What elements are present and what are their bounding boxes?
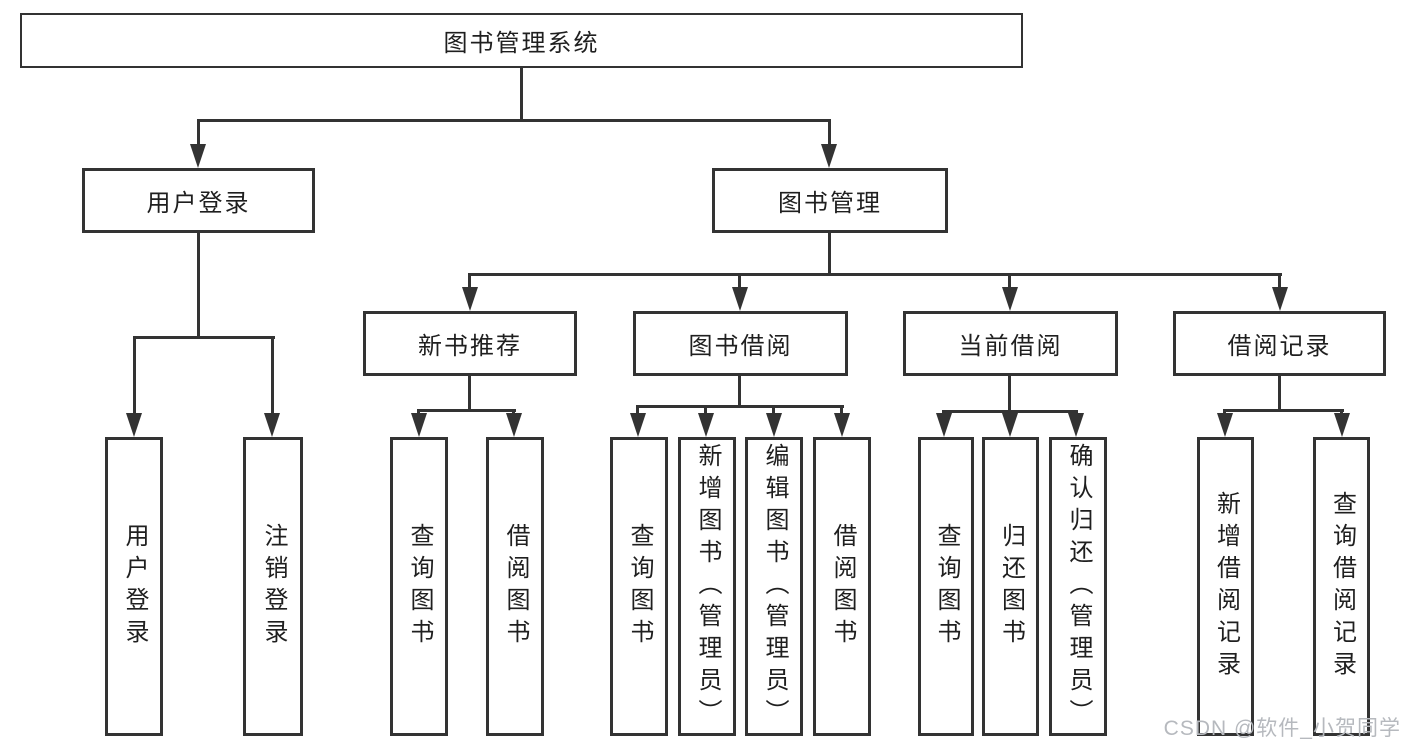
node-current-borrow: 当前借阅 — [903, 311, 1118, 376]
connector-line — [197, 232, 200, 336]
arrow-down-icon — [190, 144, 206, 168]
node-label: 图书管理 — [778, 190, 882, 217]
node-label: 用户登录 — [121, 522, 148, 651]
connector-line — [636, 405, 844, 408]
arrow-down-icon — [1217, 413, 1233, 437]
node-label: 用户登录 — [146, 190, 251, 217]
node-label: 查询图书 — [933, 522, 960, 651]
node-label: 新增借阅记录 — [1212, 490, 1240, 683]
connector-line — [738, 376, 741, 405]
arrow-down-icon — [766, 413, 782, 437]
node-root-system: 图书管理系统 — [20, 13, 1023, 68]
node-label: 注销登录 — [260, 522, 287, 651]
connector-line — [468, 376, 471, 409]
node-label: 图书管理系统 — [443, 30, 600, 57]
arrow-down-icon — [462, 287, 478, 311]
node-book-management: 图书管理 — [712, 168, 948, 233]
node-label: 新书推荐 — [418, 333, 522, 360]
arrow-down-icon — [411, 413, 427, 437]
node-label: 借阅记录 — [1227, 333, 1332, 360]
arrow-down-icon — [630, 413, 646, 437]
node-label: 归还图书 — [997, 522, 1025, 651]
arrow-down-icon — [732, 287, 748, 311]
arrow-down-icon — [264, 413, 280, 437]
node-label: 查询图书 — [626, 522, 653, 651]
arrow-down-icon — [1002, 413, 1018, 437]
connector-line — [469, 273, 1282, 276]
arrow-down-icon — [834, 413, 850, 437]
connector-line — [520, 68, 523, 119]
arrow-down-icon — [126, 413, 142, 437]
arrow-down-icon — [1334, 413, 1350, 437]
connector-line — [738, 273, 741, 289]
arrow-down-icon — [698, 413, 714, 437]
connector-line — [942, 410, 945, 415]
leaf-logout: 注销登录 — [243, 437, 303, 736]
leaf-borrow-book-2: 借阅图书 — [813, 437, 871, 736]
connector-line — [271, 336, 274, 415]
leaf-add-borrow-record: 新增借阅记录 — [1197, 437, 1254, 736]
connector-line — [1008, 376, 1011, 410]
connector-line — [1074, 410, 1077, 415]
connector-line — [1008, 273, 1011, 289]
leaf-user-login: 用户登录 — [105, 437, 163, 736]
node-new-book-recommend: 新书推荐 — [363, 311, 577, 376]
node-book-borrow: 图书借阅 — [633, 311, 848, 376]
leaf-query-book-3: 查询图书 — [918, 437, 974, 736]
node-label: 查询借阅记录 — [1328, 490, 1356, 683]
connector-line — [468, 273, 471, 289]
node-user-login: 用户登录 — [82, 168, 315, 233]
connector-line — [1278, 273, 1281, 289]
leaf-edit-book-admin: 编辑图书（管理员） — [745, 437, 803, 736]
node-label: 借阅图书 — [829, 522, 856, 651]
connector-line — [828, 119, 831, 146]
leaf-query-borrow-record: 查询借阅记录 — [1313, 437, 1370, 736]
connector-line — [828, 232, 831, 273]
arrow-down-icon — [1002, 287, 1018, 311]
node-label: 确认归还（管理员） — [1065, 442, 1092, 731]
connector-line — [704, 405, 707, 415]
connector-line — [1278, 376, 1281, 409]
connector-line — [197, 119, 831, 122]
arrow-down-icon — [1068, 413, 1084, 437]
connector-line — [197, 119, 200, 146]
node-label: 图书借阅 — [688, 333, 793, 360]
leaf-borrow-book-1: 借阅图书 — [486, 437, 544, 736]
arrow-down-icon — [1272, 287, 1288, 311]
connector-line — [133, 336, 275, 339]
node-label: 当前借阅 — [958, 333, 1063, 360]
connector-line — [1223, 409, 1344, 412]
connector-line — [417, 409, 516, 412]
connector-line — [636, 405, 639, 415]
connector-line — [840, 405, 843, 415]
leaf-return-book: 归还图书 — [982, 437, 1039, 736]
node-label: 编辑图书（管理员） — [761, 442, 788, 731]
node-label: 查询图书 — [406, 522, 433, 651]
connector-line — [772, 405, 775, 415]
leaf-query-book-1: 查询图书 — [390, 437, 448, 736]
leaf-add-book-admin: 新增图书（管理员） — [678, 437, 736, 736]
node-label: 借阅图书 — [502, 522, 529, 651]
csdn-watermark: CSDN @软件_小贺同学 — [1163, 717, 1401, 740]
connector-line — [1008, 410, 1011, 415]
connector-line — [133, 336, 136, 415]
node-label: 新增图书（管理员） — [694, 442, 721, 731]
leaf-confirm-return-admin: 确认归还（管理员） — [1049, 437, 1107, 736]
leaf-query-book-2: 查询图书 — [610, 437, 668, 736]
arrow-down-icon — [821, 144, 837, 168]
node-borrow-record: 借阅记录 — [1173, 311, 1386, 376]
arrow-down-icon — [506, 413, 522, 437]
arrow-down-icon — [936, 413, 952, 437]
